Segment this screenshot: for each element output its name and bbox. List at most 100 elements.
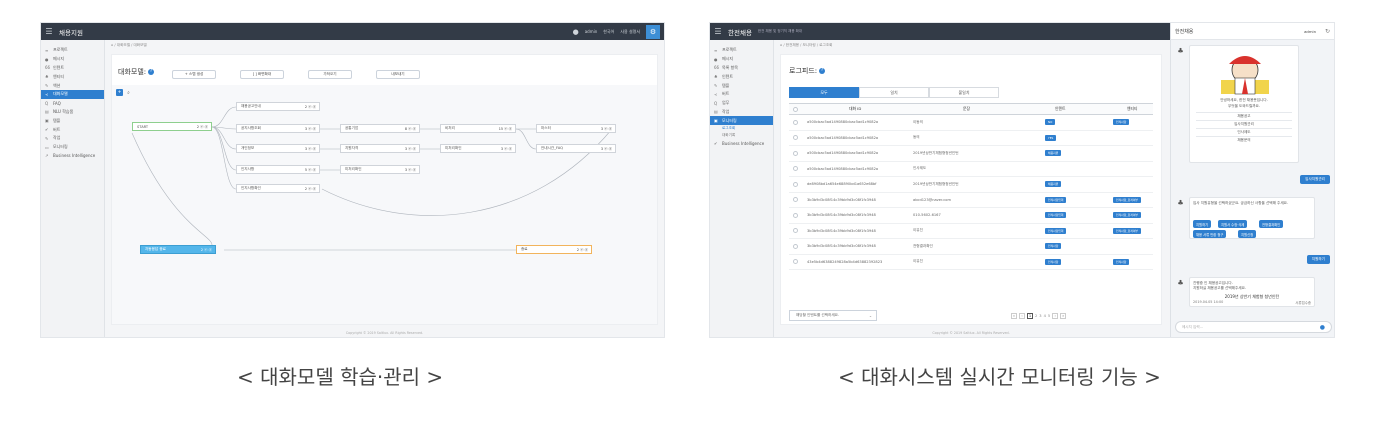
avatar[interactable]: ● xyxy=(572,27,579,36)
chat-menu-item[interactable]: 채용문의 xyxy=(1196,136,1292,144)
sidebar-item[interactable]: ♣엔티티 xyxy=(41,72,104,81)
add-step-button[interactable]: + 스텝 생성 xyxy=(172,70,216,79)
row-radio[interactable] xyxy=(793,150,798,156)
first-page-icon[interactable]: « xyxy=(1011,313,1017,319)
last-page-icon[interactable]: » xyxy=(1060,313,1067,319)
intent-tag[interactable]: 인적사항 xyxy=(1045,258,1062,265)
user-name[interactable]: admin xyxy=(584,29,598,34)
export-button[interactable]: 내보내기 xyxy=(376,70,420,79)
row-radio[interactable] xyxy=(793,135,798,141)
sidebar-item[interactable]: ●메시지 xyxy=(710,55,773,64)
sidebar-item[interactable]: ✎작업 xyxy=(41,134,104,143)
job-notice-title[interactable]: 2019년 상반기 체험형 청년인턴 xyxy=(1224,294,1280,299)
help-link[interactable]: 사용 설명서 xyxy=(620,28,640,34)
entity-tag[interactable]: 인적사항_합격여부 xyxy=(1113,196,1141,203)
row-radio[interactable] xyxy=(793,181,798,187)
page-1[interactable]: 1 xyxy=(1027,313,1033,319)
page-4[interactable]: 4 xyxy=(1043,314,1046,318)
next-page-icon[interactable]: › xyxy=(1052,313,1059,319)
microphone-icon[interactable]: ● xyxy=(1319,323,1325,331)
help-icon[interactable]: ? xyxy=(819,68,826,74)
select-all-radio[interactable] xyxy=(793,106,798,112)
help-icon[interactable]: ? xyxy=(148,69,155,75)
tab-mismatch[interactable]: 불일치 xyxy=(929,87,999,98)
row-radio[interactable] xyxy=(793,119,798,125)
quick-reply-button[interactable]: 지원하기 xyxy=(1193,220,1212,228)
quick-reply-button[interactable]: 채용 서류 반환 청구 xyxy=(1193,230,1227,238)
intent-tag[interactable]: 채용지원 xyxy=(1045,150,1062,157)
row-radio[interactable] xyxy=(793,259,798,265)
sidebar-item[interactable]: ≺대화모델 xyxy=(41,89,104,99)
menu-icon[interactable]: ☰ xyxy=(45,27,53,36)
page-5[interactable]: 5 xyxy=(1047,314,1051,318)
row-radio[interactable] xyxy=(793,212,798,218)
intent-tag[interactable]: 인적사항입력 xyxy=(1045,227,1067,234)
sidebar-item[interactable]: ↗Business Intelligence xyxy=(41,152,104,161)
intent-tag[interactable]: 인적사항입력 xyxy=(1045,212,1067,219)
sidebar-item[interactable]: ▣모니터링 xyxy=(710,116,773,126)
sidebar-item[interactable]: ✔Business Intelligence xyxy=(710,139,773,148)
sidebar-item[interactable]: ▣템플 xyxy=(41,116,104,125)
zoom-in-icon[interactable]: + xyxy=(116,89,123,96)
refresh-icon[interactable]: ↻ xyxy=(1324,27,1330,35)
page-3[interactable]: 3 xyxy=(1039,314,1042,318)
chat-user[interactable]: admin xyxy=(1304,28,1316,34)
entity-tag[interactable]: 인적사항_합격여부 xyxy=(1113,227,1141,234)
sidebar-item[interactable]: ♣인텐트 xyxy=(710,72,773,81)
row-radio[interactable] xyxy=(793,197,798,203)
language-menu[interactable]: 한국어 xyxy=(603,28,615,34)
intent-tag[interactable]: 채용지원 xyxy=(1045,181,1062,188)
sidebar-item[interactable]: ≺버트 xyxy=(710,90,773,99)
search-icon[interactable]: ⌕ xyxy=(127,90,130,96)
sidebar-item[interactable]: ✎템플 xyxy=(710,81,773,90)
intent-tag[interactable]: NO xyxy=(1045,119,1056,126)
intent-tag[interactable]: 인적사항 xyxy=(1045,243,1062,250)
sidebar-item[interactable]: ✔버트 xyxy=(41,125,104,134)
row-radio[interactable] xyxy=(793,243,798,249)
sidebar-subitem[interactable]: 대화기록 xyxy=(722,133,736,138)
import-button[interactable]: 가져오기 xyxy=(308,70,352,79)
sidebar-item[interactable]: ▭모니터링 xyxy=(41,143,104,152)
intent-select[interactable]: 해당할 인텐트를 선택하세요.⌄ xyxy=(789,310,877,321)
chat-menu-item[interactable]: 채용공고 xyxy=(1196,112,1292,120)
zoom-button[interactable]: [ ] 화면확대 xyxy=(240,70,284,79)
sidebar-subitem[interactable]: 로그조회 xyxy=(722,126,736,131)
row-radio[interactable] xyxy=(793,166,798,172)
sidebar-item[interactable]: ✎액션 xyxy=(41,81,104,90)
sidebar-item[interactable]: ≡프로젝트 xyxy=(41,46,104,55)
entity-tag[interactable]: 인적사항_합격여부 xyxy=(1113,212,1141,219)
sidebar-item[interactable]: ▤작업 xyxy=(710,108,773,117)
sidebar-item[interactable]: ●메시지 xyxy=(41,55,104,64)
quick-reply-button[interactable]: 지원서 수정·삭제 xyxy=(1218,220,1248,228)
intent-tag[interactable]: YES xyxy=(1045,134,1057,141)
menu-icon[interactable]: ☰ xyxy=(714,27,722,36)
quick-reply-button[interactable]: 전형결과확인 xyxy=(1259,220,1284,228)
entity-tag[interactable]: 인적사항 xyxy=(1113,119,1130,126)
